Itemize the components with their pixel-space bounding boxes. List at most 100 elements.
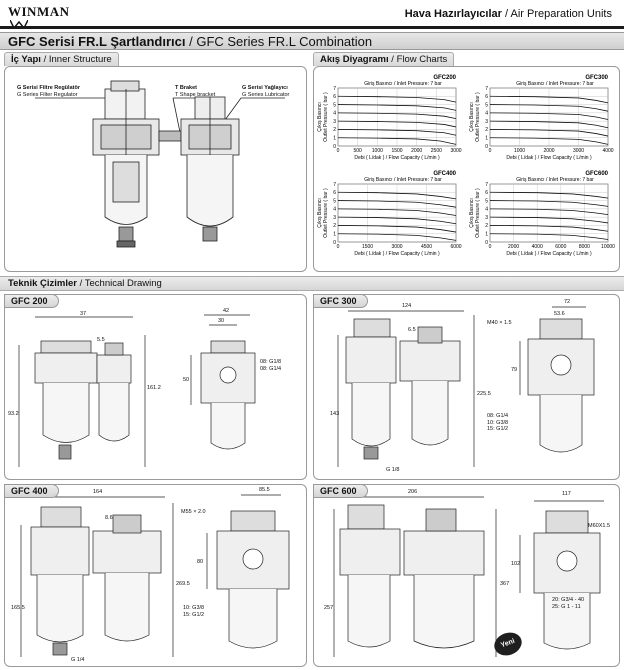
gfc300-tab: GFC 300 <box>313 294 368 308</box>
x-tick-label: 3000 <box>450 148 461 154</box>
x-tick-label: 6000 <box>450 244 461 250</box>
series-line <box>337 216 457 225</box>
gfc300-panel: GFC 300 124 72 53.6 6.5 143 225.5 79 M40… <box>313 294 620 480</box>
y-tick-label: 3 <box>485 119 488 125</box>
x-tick-label: 0 <box>489 244 492 250</box>
y-tick-label: 6 <box>485 190 488 196</box>
y-tick-label: 3 <box>333 215 336 221</box>
series-line <box>489 112 609 120</box>
x-tick-label: 10000 <box>601 244 615 250</box>
y-tick-label: 1 <box>333 136 336 142</box>
gfc200-tab: GFC 200 <box>4 294 59 308</box>
chart-title: GFC300 <box>585 75 608 81</box>
chart-inlet-label: Giriş Basıncı / Inlet Pressure: 7 bar <box>364 177 442 183</box>
page-title: GFC Serisi FR.L Şartlandırıcı / GFC Seri… <box>8 34 373 49</box>
y-tick-label: 7 <box>333 86 336 92</box>
series-line <box>337 208 457 216</box>
series-line <box>489 104 609 112</box>
series-line <box>337 120 457 128</box>
x-tick-label: 6000 <box>555 244 566 250</box>
x-tick-label: 4500 <box>421 244 432 250</box>
series-line <box>337 200 457 208</box>
x-tick-label: 2000 <box>543 148 554 154</box>
x-tick-label: 4000 <box>602 148 613 154</box>
x-tick-label: 4000 <box>532 244 543 250</box>
x-axis-label: Debi ( L/dak ) / Flow Capacity ( L/min ) <box>354 155 440 161</box>
series-line <box>337 137 457 145</box>
series-line <box>337 112 457 120</box>
y-tick-label: 6 <box>333 94 336 100</box>
x-tick-label: 1000 <box>514 148 525 154</box>
gfc600-tab: GFC 600 <box>313 484 368 498</box>
series-line <box>489 225 609 232</box>
gfc400-panel: GFC 400 164 85.5 8.6 165.5 269.5 80 M55 … <box>4 484 307 667</box>
y-tick-label: 4 <box>485 207 488 213</box>
x-tick-label: 2000 <box>411 148 422 154</box>
inner-structure-drawing <box>35 80 285 248</box>
y-tick-label: 4 <box>333 111 336 117</box>
x-tick-label: 1500 <box>362 244 373 250</box>
chart-inlet-label: Giriş Basıncı / Inlet Pressure: 7 bar <box>364 81 442 87</box>
x-tick-label: 500 <box>353 148 362 154</box>
series-line <box>489 208 609 216</box>
gfc400-drawing <box>20 494 290 657</box>
gfc300-drawing <box>337 306 595 467</box>
series-line <box>337 191 457 200</box>
y-tick-label: 7 <box>333 182 336 188</box>
x-axis-label: Debi ( L/dak ) / Flow Capacity ( L/min ) <box>506 251 592 257</box>
y-tick-label: 5 <box>333 102 336 108</box>
chart-inlet-label: Giriş Basıncı / Inlet Pressure: 7 bar <box>516 177 594 183</box>
x-tick-label: 1000 <box>372 148 383 154</box>
y-tick-label: 4 <box>485 111 488 117</box>
y-tick-label: 2 <box>333 223 336 229</box>
y-tick-label: 3 <box>485 215 488 221</box>
page-title-tr: GFC Serisi FR.L Şartlandırıcı <box>8 34 186 49</box>
x-tick-label: 2500 <box>431 148 442 154</box>
series-line <box>337 225 457 233</box>
y-axis-label-tr: Çıkış Basıncı <box>317 198 323 227</box>
gfc600-thread: M60X1.5 <box>588 523 611 529</box>
y-tick-label: 1 <box>485 136 488 142</box>
y-axis-label-tr: Çıkış Basıncı <box>469 198 475 227</box>
y-tick-label: 0 <box>485 144 488 150</box>
y-tick-label: 0 <box>485 240 488 246</box>
y-axis-label-en: Outlet Pressure ( bar ) <box>475 188 481 238</box>
chart-title: GFC600 <box>585 171 608 177</box>
x-tick-label: 0 <box>337 244 340 250</box>
y-tick-label: 5 <box>485 198 488 204</box>
y-tick-label: 5 <box>333 198 336 204</box>
y-tick-label: 2 <box>485 127 488 133</box>
y-tick-label: 4 <box>333 207 336 213</box>
series-line <box>489 216 609 224</box>
y-axis-label-tr: Çıkış Basıncı <box>469 102 475 131</box>
y-tick-label: 6 <box>333 190 336 196</box>
header-rule <box>0 26 624 29</box>
x-tick-label: 1500 <box>391 148 402 154</box>
gfc400-thread: M55 × 2.0 <box>181 509 206 515</box>
y-tick-label: 7 <box>485 182 488 188</box>
brand-mark-icon <box>10 20 28 28</box>
series-line <box>337 104 457 111</box>
series-line <box>337 95 457 103</box>
y-axis-label-en: Outlet Pressure ( bar ) <box>323 188 329 238</box>
series-line <box>489 200 609 207</box>
header-title: Hava Hazırlayıcılar / Air Preparation Un… <box>404 8 612 20</box>
y-tick-label: 6 <box>485 94 488 100</box>
series-line <box>489 120 609 129</box>
x-tick-label: 8000 <box>579 244 590 250</box>
series-line <box>489 233 609 240</box>
gfc600-drawing <box>333 496 604 657</box>
y-tick-label: 0 <box>333 144 336 150</box>
series-line <box>489 137 609 145</box>
